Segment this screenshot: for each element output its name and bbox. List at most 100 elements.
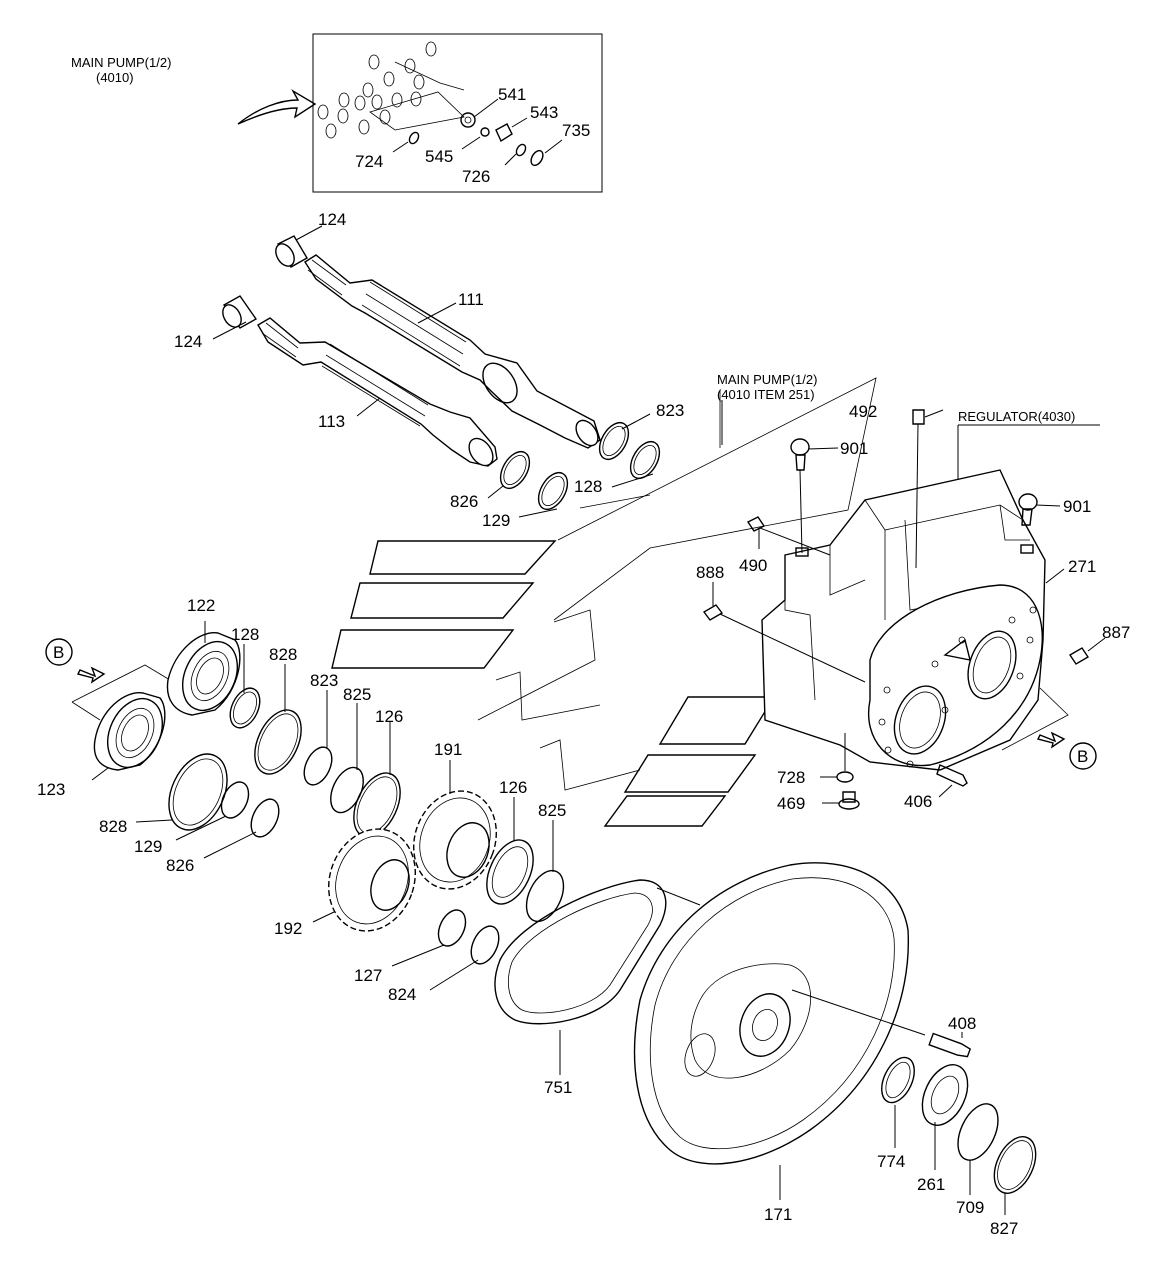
part-828-upper-shape xyxy=(254,709,302,775)
part-888-shape xyxy=(702,604,724,621)
label-823-lower: 823 xyxy=(310,671,338,690)
part-543-shape xyxy=(495,123,513,143)
label-128-lower: 128 xyxy=(231,625,259,644)
part-191-gear-shape xyxy=(413,790,497,890)
label-261: 261 xyxy=(917,1175,945,1194)
cover-group xyxy=(494,862,1037,1215)
part-111-shaft-shape xyxy=(304,254,601,449)
part-122-bearing-shape xyxy=(166,632,241,716)
part-490-shape xyxy=(746,516,766,532)
part-825-lower-shape xyxy=(525,869,565,923)
label-751: 751 xyxy=(544,1078,572,1097)
part-823-upper-shape xyxy=(598,421,630,461)
label-543: 543 xyxy=(530,103,558,122)
part-887-shape xyxy=(1069,647,1089,665)
label-888: 888 xyxy=(696,563,724,582)
part-728-shape xyxy=(836,771,854,783)
label-541: 541 xyxy=(498,85,526,104)
part-824-shape xyxy=(470,925,500,965)
part-127-shape xyxy=(437,909,467,947)
label-826-upper: 826 xyxy=(450,492,478,511)
label-124-upper: 124 xyxy=(318,210,346,229)
label-824: 824 xyxy=(388,985,416,1004)
part-128-upper-shape xyxy=(629,440,661,480)
label-728: 728 xyxy=(777,768,805,787)
label-129-upper: 129 xyxy=(482,511,510,530)
label-828-lower: 828 xyxy=(99,817,127,836)
label-825-lower: 825 xyxy=(538,801,566,820)
gear-train-group xyxy=(71,621,565,991)
label-271: 271 xyxy=(1068,557,1096,576)
part-826-upper-shape xyxy=(499,450,531,490)
part-826-lower-shape xyxy=(250,798,280,838)
part-261-shape xyxy=(921,1064,969,1126)
view-b-left-marker: B xyxy=(45,638,106,684)
label-406: 406 xyxy=(904,792,932,811)
housing-271-group xyxy=(331,377,1106,827)
label-545: 545 xyxy=(425,147,453,166)
label-709: 709 xyxy=(956,1198,984,1217)
part-545-shape xyxy=(480,127,490,137)
caption-main-pump-mid-ref: (4010 ITEM 251) xyxy=(717,387,815,402)
part-128-lower-shape xyxy=(229,687,261,729)
label-735: 735 xyxy=(562,121,590,140)
view-b-right-arrow-icon xyxy=(1036,731,1066,749)
label-724: 724 xyxy=(355,152,383,171)
label-126-lower: 126 xyxy=(499,778,527,797)
label-191: 191 xyxy=(434,740,462,759)
part-774-shape xyxy=(881,1056,915,1104)
label-123: 123 xyxy=(37,780,65,799)
label-827: 827 xyxy=(990,1219,1018,1238)
part-129-upper-shape xyxy=(537,471,569,511)
label-171: 171 xyxy=(764,1205,792,1224)
caption-main-pump-top-ref: (4010) xyxy=(96,70,134,85)
label-825-upper: 825 xyxy=(343,685,371,704)
label-726: 726 xyxy=(462,167,490,186)
label-490: 490 xyxy=(739,556,767,575)
label-113: 113 xyxy=(318,412,345,431)
part-192-gear-shape xyxy=(328,828,416,932)
part-126-lower-shape xyxy=(486,839,534,905)
part-408-bolt-shape xyxy=(928,1032,972,1058)
label-111: 111 xyxy=(458,290,484,309)
svg-text:B: B xyxy=(53,643,64,662)
label-492: 492 xyxy=(849,402,877,421)
label-408: 408 xyxy=(948,1014,976,1033)
label-128-upper: 128 xyxy=(574,477,602,496)
label-828-upper: 828 xyxy=(269,645,297,664)
view-b-left-arrow-icon xyxy=(76,666,106,684)
caption-regulator: REGULATOR(4030) xyxy=(958,409,1075,424)
phantom-stripes xyxy=(331,540,776,827)
label-774: 774 xyxy=(877,1152,905,1171)
part-751-gasket-shape xyxy=(494,879,667,1025)
part-901-right-shape xyxy=(1018,493,1038,554)
caption-main-pump-mid: MAIN PUMP(1/2) xyxy=(717,372,817,387)
label-124-lower: 124 xyxy=(174,332,202,351)
part-171-cover-shape xyxy=(633,862,910,1165)
label-823-upper: 823 xyxy=(656,401,684,420)
part-124-lower-shape xyxy=(222,295,258,329)
label-122: 122 xyxy=(187,596,215,615)
part-469-shape xyxy=(838,791,860,810)
label-127: 127 xyxy=(354,966,382,985)
part-123-bearing-shape xyxy=(93,692,166,771)
label-887: 887 xyxy=(1102,623,1130,642)
part-726-shape xyxy=(515,143,527,157)
label-901-left: 901 xyxy=(840,439,868,458)
part-735-shape xyxy=(530,149,544,167)
inset-arrow-icon xyxy=(237,89,317,125)
label-826-lower: 826 xyxy=(166,856,194,875)
part-113-shaft-shape xyxy=(257,317,498,467)
view-b-right-marker: B xyxy=(1036,731,1097,770)
label-469: 469 xyxy=(777,794,805,813)
shafts-group xyxy=(212,225,661,518)
part-number-labels: 541 543 735 724 545 726 124 124 111 113 … xyxy=(37,85,1130,1238)
part-823-lower-shape xyxy=(303,746,333,786)
caption-main-pump-top: MAIN PUMP(1/2) xyxy=(71,55,171,70)
label-129-lower: 129 xyxy=(134,837,162,856)
main-pump-inset xyxy=(237,33,603,193)
label-901-right: 901 xyxy=(1063,497,1091,516)
part-129-lower-shape xyxy=(220,781,250,819)
